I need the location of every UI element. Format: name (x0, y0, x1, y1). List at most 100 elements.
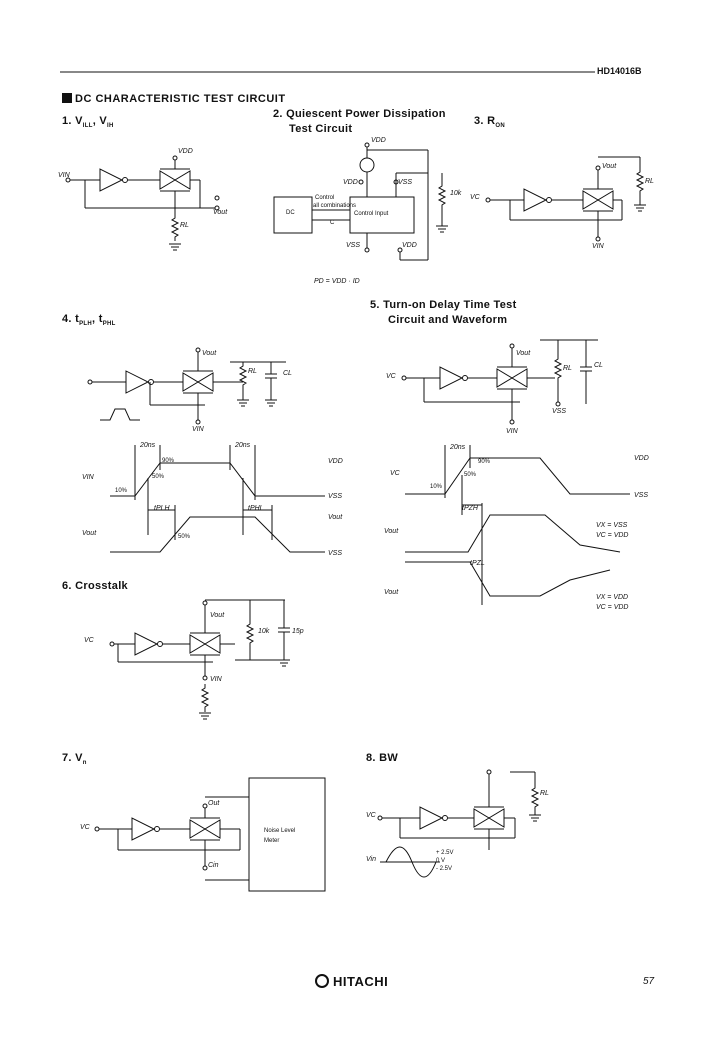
w4-50b-label: 50% (178, 534, 191, 540)
w4-tplh-label: tPLH (154, 505, 170, 512)
footer-brand: HITACHI (333, 974, 389, 989)
w5-tpzl-label: tPZL (470, 560, 485, 567)
c7-noise-meter-line1: Noise Level (264, 828, 296, 834)
c2-vdd3-label: VDD (402, 242, 417, 249)
section-5-label-line1: 5. Turn-on Delay Time Test (370, 299, 517, 311)
c6-c15p-label: 15p (292, 628, 304, 635)
w5-vx-vdd: VX = VDD (596, 594, 629, 601)
c2-ctrl-note1: Control (315, 195, 335, 201)
c6-r10k-label: 10k (258, 628, 270, 635)
circuit-8 (377, 769, 542, 878)
w4-vout-label: Vout (82, 530, 97, 537)
circuit-1 (65, 155, 220, 251)
w5-tr-label: 20ns (450, 444, 466, 451)
circuit-7 (94, 777, 326, 892)
c1-vout-label: Vout (213, 209, 228, 216)
section-1-label: 1. VILL, VIH (62, 115, 114, 130)
w5-vc-vdd2: VC = VDD (596, 604, 629, 611)
w5-vout-label: Vout (384, 528, 399, 535)
c2-dc-label: DC (286, 210, 295, 216)
c5-vx-label: VSS (552, 408, 567, 415)
waveform-5 (405, 445, 630, 605)
c4-vout-label: Vout (202, 350, 217, 357)
circuit-5 (401, 339, 598, 425)
c7-noise-meter-line2: Meter (264, 838, 280, 844)
c5-vin-label: VIN (506, 428, 518, 435)
w4-tr-label: 20ns (140, 442, 156, 449)
part-number: HD14016B (597, 66, 642, 76)
page-title: DC CHARACTERISTIC TEST CIRCUIT (75, 93, 286, 105)
c8-vc-label: VC (366, 812, 376, 819)
section-2-label-line2: Test Circuit (289, 123, 353, 135)
c5-vc-label: VC (386, 373, 396, 380)
w4-tf-label: 20ns (235, 442, 251, 449)
c1-rl-label: RL (180, 222, 189, 229)
c5-cl-label: CL (594, 362, 603, 369)
w4-vss-label: VSS (328, 493, 343, 500)
c2-ctrl-note3: C (330, 220, 335, 226)
c2-ctrl-note2: all combinations (313, 203, 357, 209)
c3-vout-label: Vout (602, 163, 617, 170)
w5-vss-label: VSS (634, 492, 649, 499)
c2-vdd-label: VDD (371, 137, 386, 144)
w5-10-label: 10% (430, 484, 443, 490)
title-square-bullet (62, 93, 72, 103)
w4-50-label: 50% (152, 474, 165, 480)
w4-vdd-label: VDD (328, 458, 343, 465)
w5-tpzh-label: tPZH (462, 505, 478, 512)
hitachi-logo-icon (315, 974, 329, 988)
c3-vc-label: VC (470, 194, 480, 201)
section-3-label: 3. RON (474, 115, 505, 130)
c8-m25-label: - 2.5V (436, 866, 453, 872)
c1-vdd-label: VDD (178, 148, 193, 155)
circuit-3 (485, 156, 647, 242)
section-5-label-line2: Circuit and Waveform (388, 314, 508, 326)
w5-vout2-label: Vout (384, 589, 399, 596)
w4-90-label: 90% (162, 458, 175, 464)
c4-vin-label: VIN (192, 426, 204, 433)
c7-cin-label: Cin (208, 862, 219, 869)
c2-r10k-label: 10k (450, 190, 462, 197)
c2-vss2-label: VSS (346, 242, 361, 249)
c5-rl-label: RL (563, 365, 572, 372)
w5-vx-vss: VX = VSS (596, 522, 628, 529)
w4-vin-label: VIN (82, 474, 94, 481)
w4-vol-label: VSS (328, 550, 343, 557)
c8-0v-label: 0 V (436, 858, 446, 864)
c4-rl-label: RL (248, 368, 257, 375)
c6-vin-label: VIN (210, 676, 222, 683)
c3-vin-label: VIN (592, 243, 604, 250)
c8-rl-label: RL (540, 790, 549, 797)
circuit-4 (87, 347, 286, 425)
circuit-6 (109, 599, 291, 720)
section-2-label-line1: 2. Quiescent Power Dissipation (273, 108, 446, 120)
c2-vdd2-label: VDD (343, 179, 358, 186)
section-7-label: 7. Vn (62, 752, 87, 767)
c8-p25-label: + 2.5V (436, 850, 454, 856)
w5-vc-label: VC (390, 470, 400, 477)
section-4-label: 4. tPLH, tPHL (62, 313, 116, 328)
w4-voh-label: Vout (328, 514, 343, 521)
c1-vin-label: VIN (58, 172, 70, 179)
c4-cl-label: CL (283, 370, 292, 377)
c6-vc-label: VC (84, 637, 94, 644)
c8-vin-label: Vin (366, 856, 376, 863)
c5-vout-label: Vout (516, 350, 531, 357)
w5-90-label: 90% (478, 459, 491, 465)
section-8-label: 8. BW (366, 752, 399, 764)
waveform-4 (110, 445, 325, 553)
c3-rl-label: RL (645, 178, 654, 185)
circuit-2 (273, 142, 449, 261)
c7-out-label: Out (208, 800, 220, 807)
w5-vc-vdd: VC = VDD (596, 532, 629, 539)
c6-vout-label: Vout (210, 612, 225, 619)
w4-10-label: 10% (115, 488, 128, 494)
c2-vss-label: VSS (398, 179, 413, 186)
w4-tphl-label: tPHL (248, 505, 264, 512)
page-number: 57 (643, 976, 655, 987)
w5-50-label: 50% (464, 472, 477, 478)
c2-control-input-label: Control Input (354, 211, 389, 217)
